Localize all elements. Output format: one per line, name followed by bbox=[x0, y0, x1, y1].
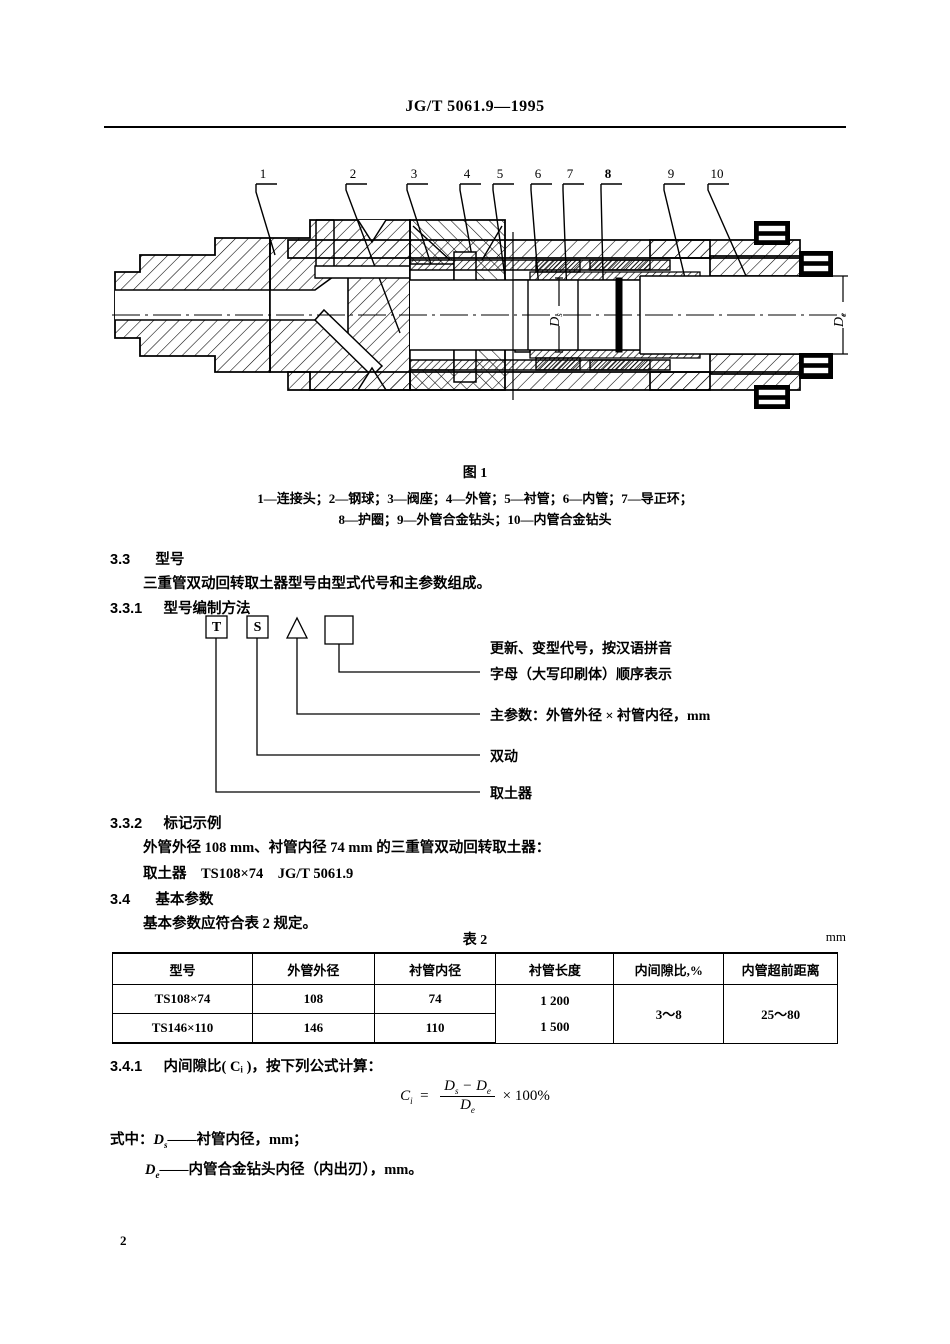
where-prefix: 式中： bbox=[110, 1132, 154, 1148]
figure-legend: 1—连接头；2—钢球；3—阀座；4—外管；5—衬管；6—内管；7—导正环； 8—… bbox=[0, 488, 950, 530]
designation-note-double-action: 双动 bbox=[490, 750, 518, 765]
cell-liner-id-2: 110 bbox=[373, 1013, 497, 1044]
clause-3-3-1: 3.3.1 型号编制方法 bbox=[110, 597, 251, 618]
cell-liner-id-1: 74 bbox=[373, 984, 497, 1014]
table-2-basic-parameters: 型号 外管外径 衬管内径 衬管长度 内间隙比,% 内管超前距离 TS108×74… bbox=[111, 952, 838, 1044]
cell-gap-ratio-merged: 3～8 bbox=[613, 984, 725, 1044]
liner-length-value-2: 1 500 bbox=[540, 1018, 570, 1034]
clause-3-4-title: 基本参数 bbox=[155, 892, 214, 908]
figure-callout-4: 4 bbox=[464, 166, 471, 181]
clause-3-3-2-body-2: 取土器 TS108×74 JG/T 5061.9 bbox=[143, 866, 354, 882]
model-designation-diagram: T S 更新、变型代号，按汉语拼音 字母（大写印刷体）顺序表示 主参数：外管外径… bbox=[190, 612, 830, 802]
cell-outer-od-2: 146 bbox=[252, 1013, 375, 1044]
figure-1-drawing: 1 2 3 4 5 6 7 8 9 10 Ds De bbox=[110, 160, 850, 460]
figure-callout-5: 5 bbox=[497, 166, 504, 181]
cell-model-2: TS146×110 bbox=[111, 1013, 254, 1044]
formula-lhs: Ci bbox=[400, 1087, 413, 1106]
figure-callout-1: 1 bbox=[260, 166, 267, 181]
figure-callout-9: 9 bbox=[668, 166, 675, 181]
table-header-gap-ratio: 内间隙比,% bbox=[613, 952, 725, 985]
cell-outer-od-1: 108 bbox=[252, 984, 375, 1014]
page-header-standard-number: JG/T 5061.9—1995 bbox=[405, 98, 545, 115]
header-rule bbox=[104, 126, 846, 128]
clause-3-3-2: 3.3.2 标记示例 bbox=[110, 812, 222, 833]
formula-denominator: De bbox=[460, 1097, 475, 1115]
figure-callout-2: 2 bbox=[350, 166, 357, 181]
where-definition-ds: ——衬管内径，mm； bbox=[167, 1132, 308, 1148]
figure-legend-line-1: 1—连接头；2—钢球；3—阀座；4—外管；5—衬管；6—内管；7—导正环； bbox=[257, 491, 693, 506]
where-definition-de: ——内管合金钻头内径（内出刃），mm。 bbox=[159, 1162, 423, 1178]
formula-numerator: Ds − De bbox=[440, 1078, 495, 1097]
page-number: 2 bbox=[120, 1233, 127, 1248]
figure-callout-10: 10 bbox=[711, 166, 724, 181]
figure-caption: 图 1 bbox=[462, 466, 488, 481]
figure-callout-6: 6 bbox=[535, 166, 542, 181]
figure-callout-3: 3 bbox=[411, 166, 418, 181]
clause-3-4-1-body: 内间隙比( Cᵢ )，按下列公式计算： bbox=[163, 1059, 382, 1075]
clause-3-3-1-number: 3.3.1 bbox=[110, 601, 143, 617]
where-line-2: De——内管合金钻头内径（内出刃），mm。 bbox=[145, 1158, 423, 1180]
clause-3-3-2-title: 标记示例 bbox=[163, 816, 222, 832]
table-2-unit: mm bbox=[825, 929, 846, 944]
designation-note-sampler: 取土器 bbox=[490, 787, 532, 802]
cell-liner-length-merged: 1 200 1 500 bbox=[495, 984, 615, 1044]
table-body: TS108×74 108 74 1 200 1 500 3～8 25～80 TS… bbox=[111, 984, 838, 1044]
formula-equals: = bbox=[416, 1087, 433, 1104]
clause-3-4-1-number: 3.4.1 bbox=[110, 1059, 143, 1075]
table-header-outer-od: 外管外径 bbox=[252, 952, 375, 985]
clause-3-4-body: 基本参数应符合表 2 规定。 bbox=[143, 916, 317, 932]
figure-callout-8: 8 bbox=[605, 166, 612, 181]
cell-model-1: TS108×74 bbox=[111, 984, 254, 1014]
clause-3-3-2-body-1: 外管外径 108 mm、衬管内径 74 mm 的三重管双动回转取土器： bbox=[143, 840, 551, 856]
table-row: TS146×110 146 110 bbox=[111, 1013, 838, 1044]
clause-3-3-number: 3.3 bbox=[110, 552, 131, 568]
clause-3-3-2-number: 3.3.2 bbox=[110, 816, 143, 832]
table-header-row: 型号 外管外径 衬管内径 衬管长度 内间隙比,% 内管超前距离 bbox=[111, 952, 838, 985]
liner-length-value-1: 1 200 bbox=[540, 992, 570, 1008]
table-header-model: 型号 bbox=[111, 952, 254, 985]
clause-3-3-body: 三重管双动回转取土器型号由型式代号和主参数组成。 bbox=[143, 576, 491, 592]
table-row: TS108×74 108 74 1 200 1 500 3～8 25～80 bbox=[111, 984, 838, 1044]
clause-3-3-title: 型号 bbox=[155, 552, 185, 568]
table-2-title: 表 2 bbox=[462, 933, 488, 948]
table-head: 型号 外管外径 衬管内径 衬管长度 内间隙比,% 内管超前距离 bbox=[111, 952, 838, 985]
cell-lead-distance-merged: 25～80 bbox=[723, 984, 838, 1044]
designation-note-update-line-2: 字母（大写印刷体）顺序表示 bbox=[490, 668, 672, 683]
clause-3-3: 3.3 型号 bbox=[110, 548, 184, 569]
formula-fraction: Ds − De De bbox=[440, 1078, 495, 1115]
table-header-lead-distance: 内管超前距离 bbox=[723, 952, 838, 985]
designation-box-type-code: T bbox=[211, 620, 222, 635]
where-line-1: 式中：Ds——衬管内径，mm； bbox=[110, 1128, 308, 1150]
figure-callout-7: 7 bbox=[567, 166, 574, 181]
clause-3-4: 3.4 基本参数 bbox=[110, 888, 213, 909]
clause-3-3-1-title: 型号编制方法 bbox=[163, 601, 251, 617]
table-header-liner-length: 衬管长度 bbox=[495, 952, 615, 985]
designation-note-main-params: 主参数：外管外径 × 衬管内径，mm bbox=[490, 709, 711, 724]
formula-inner-gap-ratio: Ci = Ds − De De × 100% bbox=[0, 1078, 950, 1115]
table-header-liner-id: 衬管内径 bbox=[373, 952, 497, 985]
clause-3-4-number: 3.4 bbox=[110, 892, 131, 908]
where-symbol-ds: Ds bbox=[153, 1132, 168, 1150]
figure-legend-line-2: 8—护圈；9—外管合金钻头；10—内管合金钻头 bbox=[338, 512, 612, 527]
designation-note-update-line-1: 更新、变型代号，按汉语拼音 bbox=[490, 642, 672, 657]
designation-box-action-code: S bbox=[253, 620, 262, 635]
clause-3-4-1: 3.4.1 内间隙比( Cᵢ )，按下列公式计算： bbox=[110, 1055, 382, 1076]
formula-tail: × 100% bbox=[502, 1087, 550, 1104]
where-symbol-de: De bbox=[145, 1162, 160, 1180]
